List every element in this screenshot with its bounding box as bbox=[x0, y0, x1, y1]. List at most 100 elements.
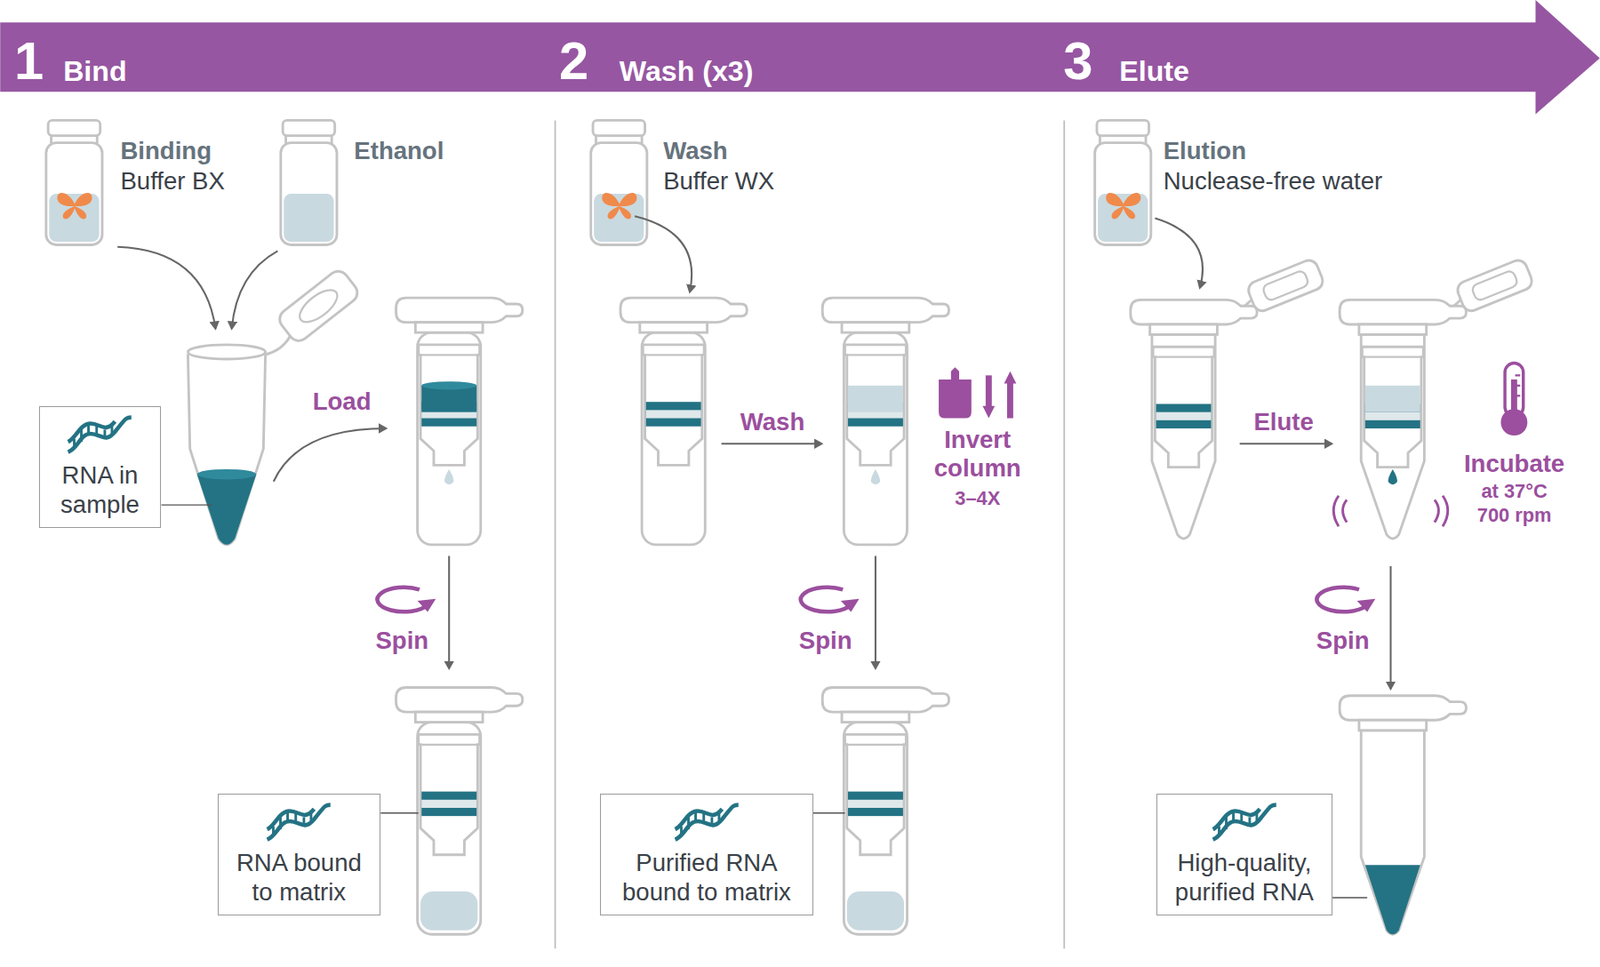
drawing-part bbox=[396, 297, 523, 545]
drawing-part bbox=[1343, 499, 1348, 522]
rna-icon-part bbox=[1240, 813, 1243, 824]
label-text: Wash (x3) bbox=[619, 55, 754, 88]
drawing-part bbox=[554, 120, 557, 949]
drawing-part bbox=[396, 688, 523, 936]
rna-icon-part bbox=[263, 800, 335, 844]
label-text: Invert column bbox=[926, 425, 1029, 482]
drawing-part bbox=[294, 284, 343, 328]
drawing-part bbox=[620, 297, 747, 545]
label-text: Spin bbox=[799, 626, 853, 656]
drawing-part bbox=[1007, 382, 1014, 418]
label-text: Binding bbox=[120, 136, 212, 166]
rna-icon bbox=[607, 800, 807, 848]
rna-icon-part bbox=[1232, 812, 1235, 822]
rna-icon-part bbox=[710, 816, 713, 826]
label-text: 2 bbox=[559, 31, 589, 93]
label-text: at 37°C bbox=[1480, 480, 1547, 504]
drawing-part bbox=[1333, 496, 1339, 527]
drawing-part bbox=[1004, 371, 1017, 384]
drawing-part bbox=[601, 192, 637, 220]
rna-icon-part bbox=[64, 413, 136, 456]
label-text: Spin bbox=[375, 626, 429, 656]
drawing-part bbox=[448, 555, 450, 668]
drawing-part bbox=[1339, 696, 1466, 731]
label-text: 3–4X bbox=[954, 488, 1000, 511]
rna-icon-part bbox=[1212, 808, 1260, 830]
rna-icon-part bbox=[272, 826, 275, 836]
label-text: Bind bbox=[63, 55, 127, 88]
rna-icon-part bbox=[1208, 800, 1280, 844]
rna-icon-part bbox=[717, 812, 720, 823]
rna-icon bbox=[45, 413, 154, 461]
drawing-part bbox=[444, 469, 454, 485]
label-text: Load bbox=[312, 387, 372, 416]
drawing-part bbox=[1389, 566, 1392, 689]
drawing-part bbox=[380, 812, 418, 814]
drawing-part bbox=[232, 250, 279, 328]
drawing-part bbox=[187, 353, 265, 545]
drawing-part bbox=[56, 192, 92, 220]
drawing-part bbox=[591, 120, 648, 245]
rna-icon-part bbox=[96, 425, 99, 436]
drawing-part bbox=[985, 375, 992, 408]
label-text: Incubate bbox=[1464, 449, 1565, 479]
drawing-part bbox=[197, 474, 257, 545]
rna-icon bbox=[224, 800, 374, 848]
rna-icon-part bbox=[1217, 826, 1221, 836]
callout-text: Purified RNA bound to matrix bbox=[607, 848, 807, 907]
drawing-part bbox=[1333, 496, 1448, 527]
rna-icon-part bbox=[87, 424, 90, 433]
rna-icon-part bbox=[1255, 812, 1258, 823]
drawing-part bbox=[1105, 192, 1141, 220]
rna-icon-part bbox=[702, 813, 705, 824]
label-text: Buffer BX bbox=[120, 167, 224, 196]
label-text: Wash bbox=[740, 408, 805, 437]
drawing-part bbox=[263, 332, 292, 355]
callout-box: Purified RNA bound to matrix bbox=[600, 793, 814, 916]
drawing-part bbox=[1388, 469, 1398, 485]
rna-icon-part bbox=[68, 416, 132, 452]
rna-icon-part bbox=[674, 808, 722, 830]
callout-box: High-quality, purified RNA bbox=[1156, 793, 1334, 916]
drawing-part bbox=[1154, 218, 1203, 288]
rna-icon-part bbox=[1224, 816, 1228, 830]
drawing-part bbox=[800, 587, 860, 613]
rna-icon-part bbox=[111, 424, 114, 434]
drawing-part bbox=[1442, 496, 1448, 527]
drawing-part bbox=[1332, 896, 1368, 898]
label-text: Nuclease-free water bbox=[1163, 167, 1384, 196]
label-text: 3 bbox=[1063, 31, 1093, 93]
rna-icon-part bbox=[680, 812, 719, 836]
drawing-part bbox=[1365, 385, 1421, 413]
rna-icon-part bbox=[1218, 812, 1256, 836]
drawing-part bbox=[421, 381, 477, 390]
drawing-part bbox=[273, 428, 386, 482]
rna-icon-part bbox=[680, 826, 683, 836]
drawing-part bbox=[275, 267, 361, 345]
callout-text: RNA bound to matrix bbox=[224, 848, 374, 907]
drawing-part bbox=[46, 120, 103, 245]
label-text: Elution bbox=[1163, 136, 1247, 166]
drawing-part bbox=[1240, 442, 1332, 445]
drawing-part bbox=[1515, 384, 1521, 387]
label-text: Spin bbox=[1316, 626, 1370, 656]
label-text: Wash bbox=[663, 136, 728, 166]
rna-icon-part bbox=[74, 424, 112, 448]
rna-icon-part bbox=[267, 805, 331, 840]
rna-icon-part bbox=[674, 805, 738, 840]
drawing-part bbox=[376, 587, 436, 613]
rna-icon-part bbox=[1212, 805, 1276, 840]
drawing-part bbox=[1515, 374, 1521, 376]
drawing-part bbox=[1130, 257, 1326, 539]
label-text: Buffer WX bbox=[663, 167, 775, 196]
label-text: Ethanol bbox=[353, 136, 444, 166]
rna-icon-part bbox=[273, 812, 312, 836]
rna-icon-part bbox=[1248, 816, 1251, 826]
drawing-part bbox=[813, 812, 846, 814]
rna-icon-part bbox=[294, 813, 297, 824]
rna-icon-part bbox=[104, 429, 107, 439]
drawing-part bbox=[280, 120, 337, 245]
drawing-part bbox=[871, 469, 880, 485]
rna-icon-part bbox=[267, 808, 315, 830]
rna-icon-part bbox=[694, 812, 697, 822]
